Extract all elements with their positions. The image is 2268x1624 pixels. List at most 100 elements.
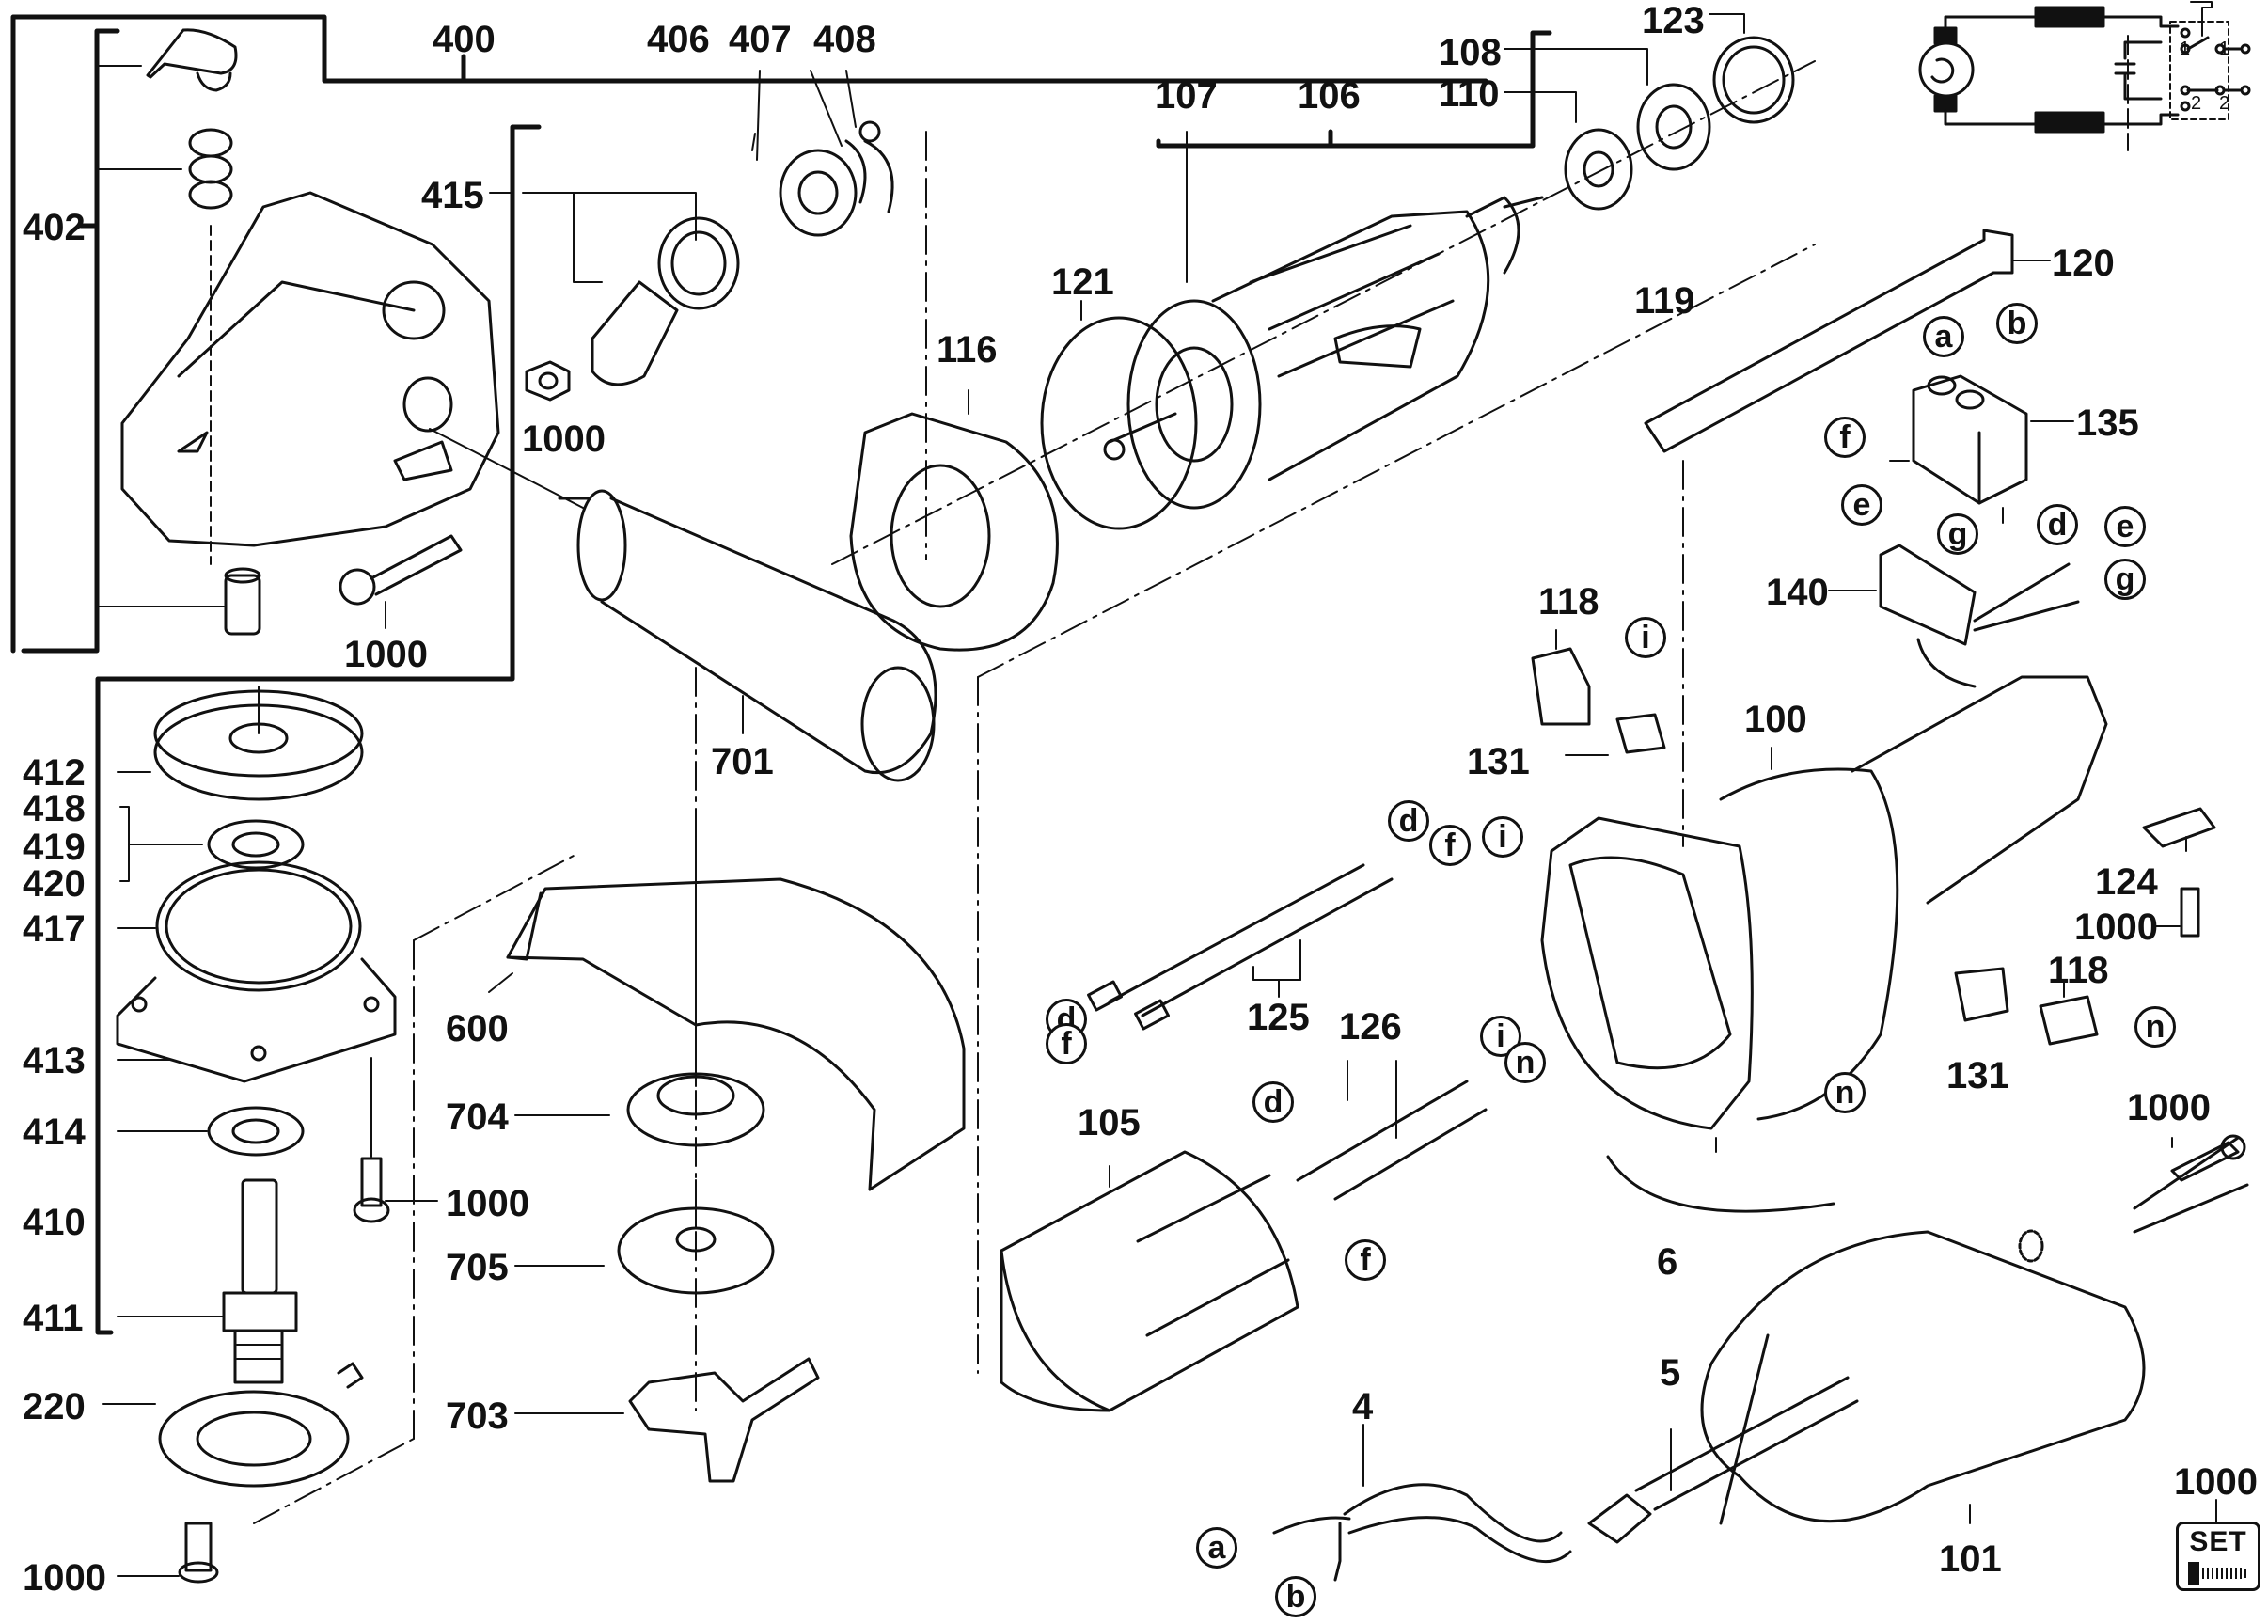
label-5[interactable]: 5 (1660, 1352, 1681, 1394)
connector-letter-n-brush2: n (2134, 1006, 2176, 1048)
connector-letter-i-wire: i (1482, 816, 1523, 858)
label-703[interactable]: 703 (446, 1395, 509, 1437)
label-105[interactable]: 105 (1078, 1102, 1141, 1143)
label-125[interactable]: 125 (1247, 997, 1310, 1038)
group-106-bracket (1156, 30, 1552, 283)
gear-bracket-lines (489, 192, 697, 283)
capacitor-part (1828, 544, 2080, 688)
connector-letter-d-stator: d (1252, 1081, 1294, 1123)
label-1000-plate[interactable]: 1000 (446, 1183, 529, 1224)
label-118-bottom[interactable]: 118 (2048, 950, 2109, 991)
stator-part (1000, 1150, 1299, 1412)
label-116[interactable]: 116 (937, 329, 998, 371)
label-1000-nut[interactable]: 1000 (522, 418, 606, 460)
leader-407 (810, 70, 843, 147)
spindle-part (117, 1178, 298, 1384)
spanner-part (514, 1357, 820, 1483)
pinion-parts (525, 120, 894, 402)
wheel-guard-part (488, 836, 966, 1191)
label-124[interactable]: 124 (2095, 861, 2158, 903)
assembly-axis-lines (253, 60, 1816, 1524)
label-415[interactable]: 415 (421, 175, 484, 216)
label-1000-set[interactable]: 1000 (2174, 1461, 2258, 1503)
label-126[interactable]: 126 (1339, 1006, 1402, 1048)
label-107[interactable]: 107 (1155, 75, 1218, 117)
group-400-bracket (10, 14, 1488, 654)
label-411[interactable]: 411 (23, 1298, 84, 1339)
label-100[interactable]: 100 (1744, 699, 1807, 740)
connector-letter-f-wire1: f (1429, 825, 1471, 866)
connector-letter-g: g (1937, 513, 1978, 555)
brush-holder-parts (1531, 629, 2099, 1046)
set-badge[interactable]: SET (2176, 1522, 2260, 1591)
label-131-top[interactable]: 131 (1467, 741, 1530, 782)
label-410[interactable]: 410 (23, 1202, 86, 1243)
label-414[interactable]: 414 (23, 1112, 86, 1153)
group-415-bracket (95, 124, 542, 1335)
label-101[interactable]: 101 (1939, 1538, 2002, 1580)
label-108[interactable]: 108 (1439, 32, 1502, 73)
label-1000-bottom[interactable]: 1000 (23, 1557, 106, 1599)
pin-part (96, 567, 261, 636)
label-407[interactable]: 407 (729, 19, 792, 60)
label-1000-clamp[interactable]: 1000 (2074, 907, 2158, 948)
side-handle-part (429, 428, 937, 782)
label-408[interactable]: 408 (813, 19, 876, 60)
label-120[interactable]: 120 (2052, 243, 2115, 284)
schematic-pole-1: 1 (2180, 39, 2191, 59)
bevel-gear-part (117, 686, 364, 801)
bearing-plate-part (116, 860, 397, 1083)
label-131-bottom[interactable]: 131 (1946, 1055, 2009, 1096)
label-705[interactable]: 705 (446, 1247, 509, 1288)
label-121[interactable]: 121 (1051, 261, 1114, 303)
label-1000-screw[interactable]: 1000 (344, 634, 428, 675)
connector-letter-g-cap: g (2104, 559, 2146, 600)
leader-406b (756, 70, 761, 161)
label-220[interactable]: 220 (23, 1386, 86, 1427)
bearings-part (1504, 13, 1795, 211)
clamp-part (2142, 807, 2216, 938)
plate-screw-part (353, 1057, 438, 1223)
label-413[interactable]: 413 (23, 1040, 86, 1081)
label-701[interactable]: 701 (711, 741, 774, 782)
wire-harness-parts (1087, 863, 1488, 1201)
label-400[interactable]: 400 (433, 19, 496, 60)
label-119[interactable]: 119 (1634, 280, 1695, 322)
flange-704-part (514, 1072, 765, 1147)
connector-letter-i-wire2: i (1480, 1016, 1521, 1057)
connector-letter-e-cap: e (2104, 506, 2146, 547)
label-110[interactable]: 110 (1439, 73, 1500, 115)
label-118-top[interactable]: 118 (1538, 581, 1599, 623)
label-600[interactable]: 600 (446, 1008, 509, 1049)
label-140[interactable]: 140 (1766, 572, 1829, 613)
connector-letter-n-wire2: n (1504, 1042, 1546, 1083)
label-417[interactable]: 417 (23, 908, 86, 950)
connector-letter-f: f (1824, 417, 1866, 458)
label-420[interactable]: 420 (23, 863, 86, 905)
rear-handle-part (1700, 1134, 2249, 1525)
leader-406 (751, 133, 756, 151)
connector-letter-e: e (1841, 484, 1882, 526)
schematic-pole-1b: 1 (2219, 39, 2230, 59)
connector-letter-b-cord: b (1275, 1576, 1316, 1617)
bottom-screw-part (117, 1522, 219, 1584)
label-406[interactable]: 406 (647, 19, 710, 60)
label-412[interactable]: 412 (23, 752, 86, 794)
switch-part (1889, 374, 2074, 524)
label-402[interactable]: 402 (23, 207, 86, 248)
label-1000-handle[interactable]: 1000 (2127, 1087, 2211, 1128)
label-6[interactable]: 6 (1657, 1241, 1678, 1283)
label-704[interactable]: 704 (446, 1096, 509, 1138)
label-106[interactable]: 106 (1298, 75, 1361, 117)
spring-part (96, 128, 233, 565)
washer-418-part (119, 806, 305, 882)
label-418[interactable]: 418 (23, 788, 86, 829)
label-419[interactable]: 419 (23, 827, 86, 868)
label-135[interactable]: 135 (2076, 402, 2139, 444)
label-123[interactable]: 123 (1642, 0, 1705, 41)
bearing-flange-part (849, 389, 1059, 652)
label-4[interactable]: 4 (1352, 1386, 1374, 1427)
washer-414-part (117, 1106, 305, 1157)
